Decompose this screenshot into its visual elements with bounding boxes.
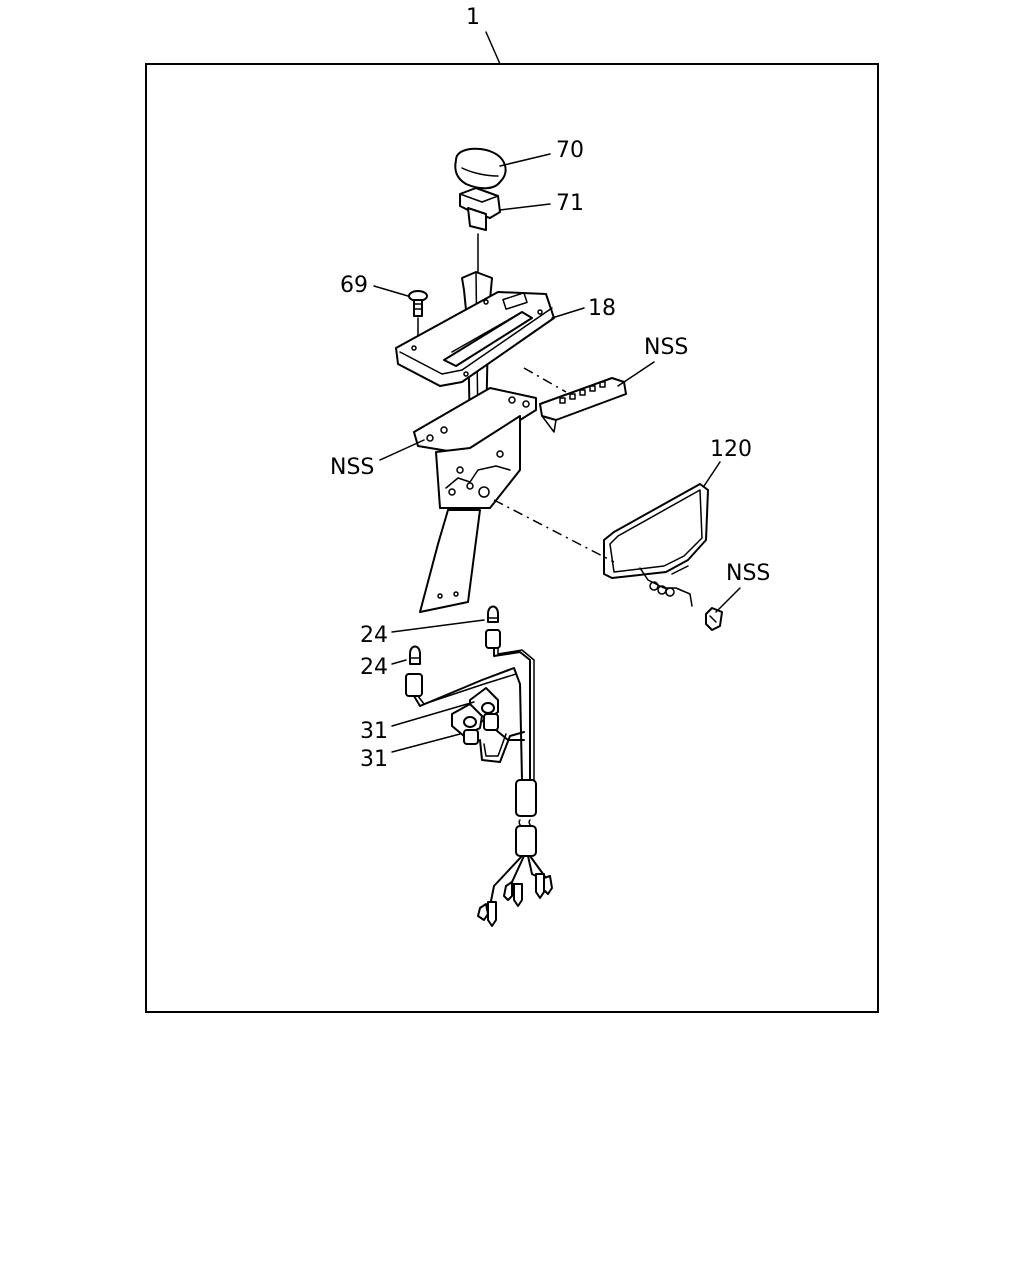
- socket-lower: [451, 703, 483, 745]
- callout-socket-upper: 31: [360, 701, 475, 744]
- diagram-border: [145, 63, 879, 1013]
- label-cover-plate: 18: [588, 296, 616, 321]
- clip: [705, 607, 723, 631]
- callout-bulb-lower: 24: [360, 655, 407, 680]
- callout-indicator: NSS: [617, 335, 688, 387]
- callout-cover-plate: 18: [551, 296, 616, 321]
- label-socket-lower: 31: [360, 747, 388, 772]
- cover-plate: [395, 291, 555, 387]
- bulb-upper: [487, 605, 499, 623]
- callout-screw: 69: [340, 273, 409, 298]
- wire-terminals: [477, 873, 553, 927]
- label-frame: 120: [710, 437, 752, 462]
- shift-knob: [454, 147, 507, 190]
- label-bulb-upper: 24: [360, 623, 388, 648]
- shifter-bracket: [413, 387, 537, 613]
- label-clip: NSS: [726, 561, 770, 586]
- callout-knob: 70: [499, 138, 584, 167]
- label-bulb-lower: 24: [360, 655, 388, 680]
- screw: [408, 290, 428, 345]
- callout-clip: NSS: [715, 561, 770, 613]
- callout-assembly: 1: [466, 5, 501, 65]
- callout-bracket: NSS: [330, 439, 425, 480]
- label-assembly: 1: [466, 5, 480, 30]
- label-indicator: NSS: [644, 335, 688, 360]
- label-knob: 70: [556, 138, 584, 163]
- bulb-lower: [409, 645, 421, 665]
- label-screw: 69: [340, 273, 368, 298]
- label-bracket: NSS: [330, 455, 374, 480]
- label-knob-base: 71: [556, 191, 584, 216]
- indicator-panel: [539, 377, 627, 433]
- callout-frame: 120: [703, 437, 752, 487]
- label-socket-upper: 31: [360, 719, 388, 744]
- callout-socket-lower: 31: [360, 733, 461, 772]
- callout-bulb-upper: 24: [360, 619, 485, 648]
- indicator-frame: [603, 483, 709, 607]
- callout-knob-base: 71: [499, 191, 584, 216]
- knob-base: [459, 187, 501, 231]
- wire-harness: [405, 629, 547, 907]
